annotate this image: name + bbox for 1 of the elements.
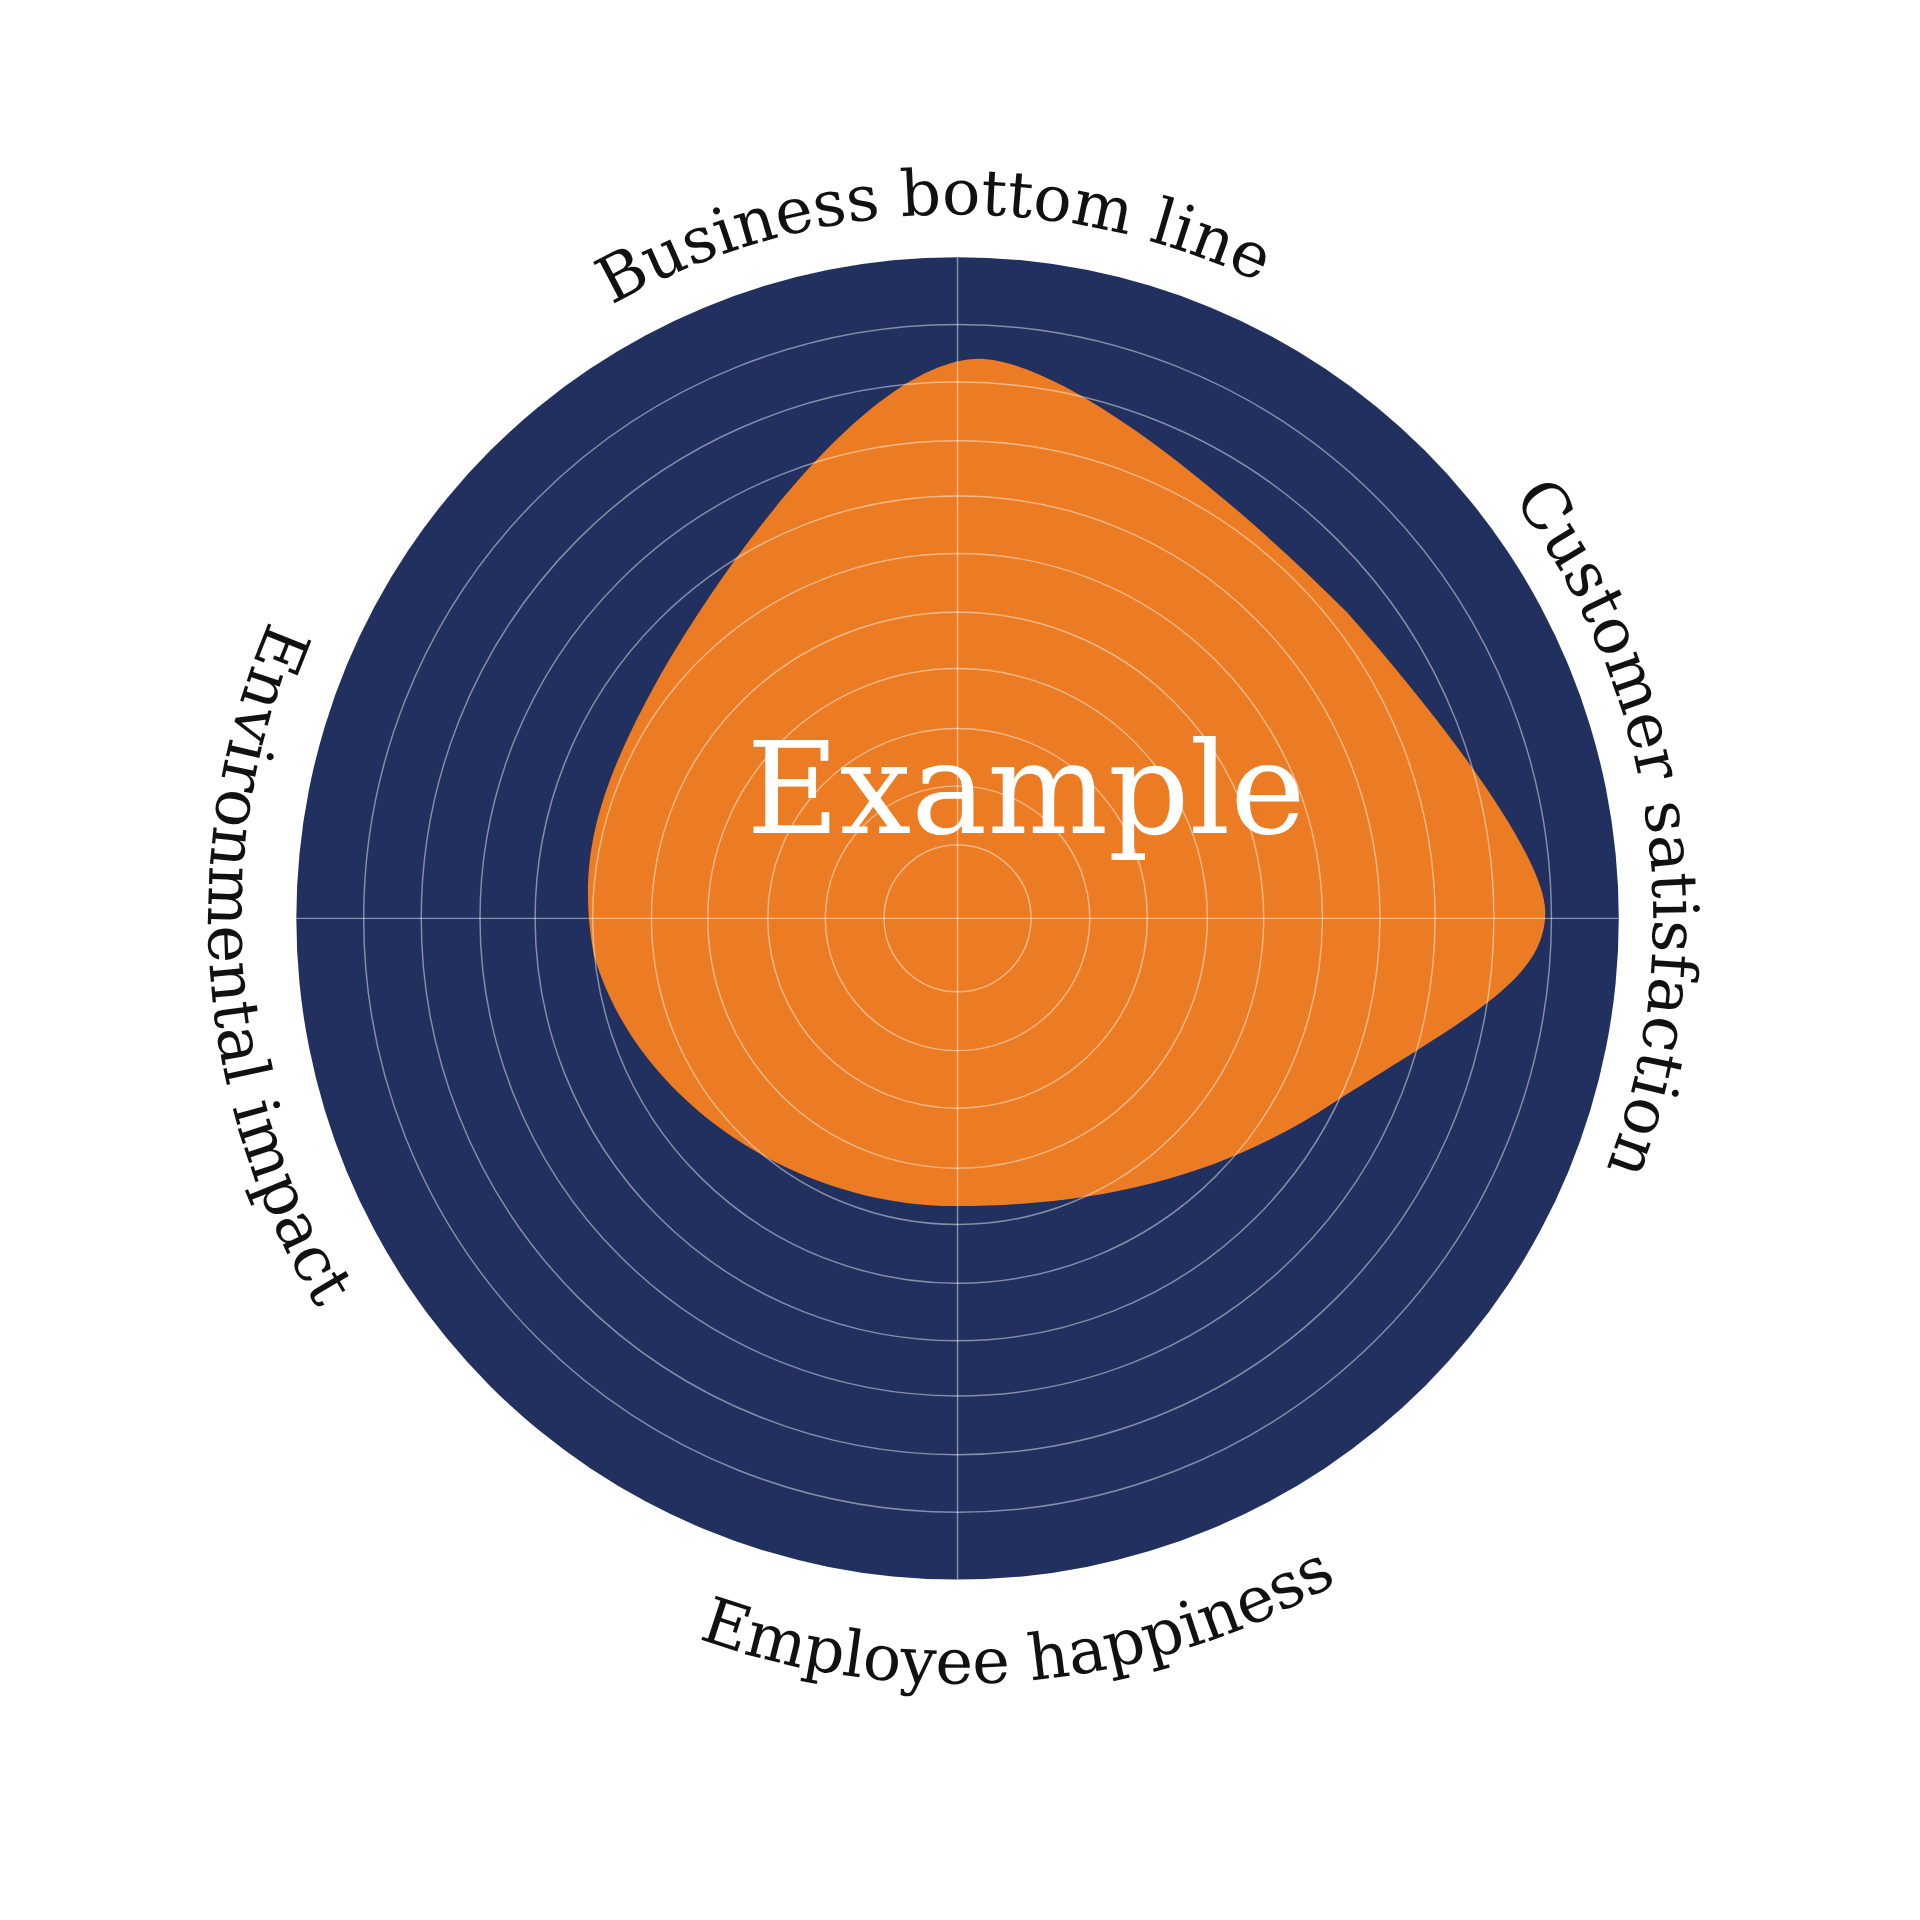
center-label: Example [746, 714, 1306, 863]
